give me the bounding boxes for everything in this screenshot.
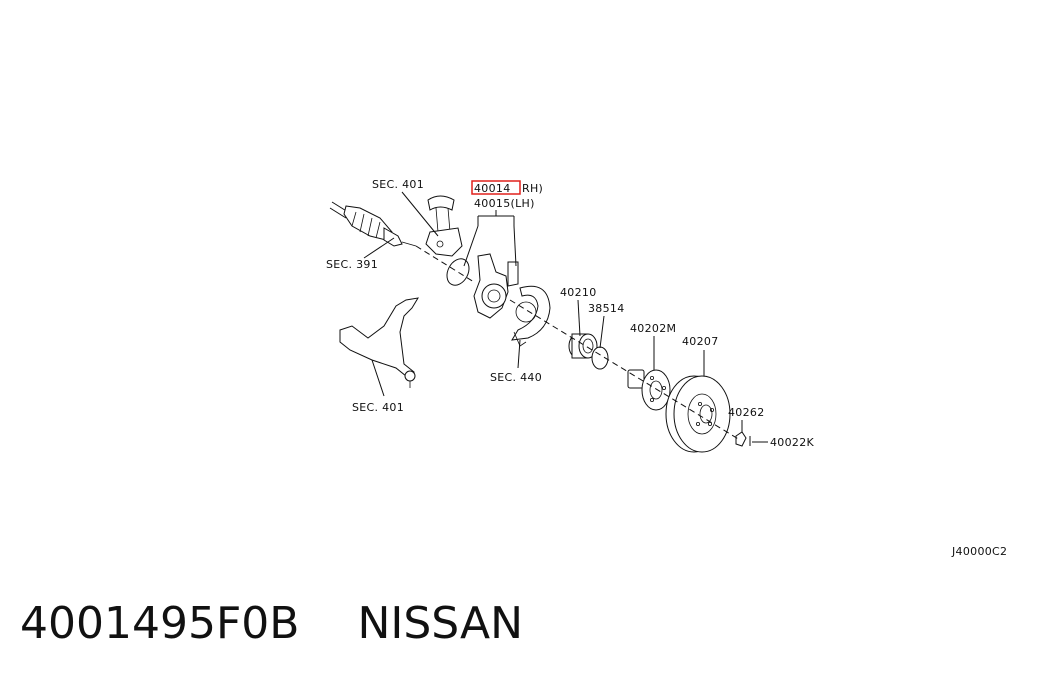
brand-name: NISSAN (357, 598, 524, 649)
label-sec-401-top: SEC. 401 (372, 178, 424, 191)
seal-ring (446, 258, 470, 286)
label-part-38514[interactable]: 38514 (588, 302, 625, 315)
label-sec-401-bottom: SEC. 401 (352, 401, 404, 414)
label-part-40014[interactable]: 40014 (474, 182, 511, 195)
part-number: 4001495F0B (20, 598, 300, 649)
label-part-40262[interactable]: 40262 (728, 406, 765, 419)
highlight-box (471, 180, 521, 195)
label-sec-391: SEC. 391 (326, 258, 378, 271)
figure-code: J40000C2 (951, 545, 1007, 558)
wheel-hub (627, 369, 671, 411)
label-part-40210[interactable]: 40210 (560, 286, 597, 299)
leader-lines (363, 191, 768, 443)
steering-knuckle (473, 253, 519, 319)
part-footer: 4001495F0B NISSAN (20, 598, 523, 658)
brake-rotor (665, 375, 731, 453)
label-sec-440: SEC. 440 (490, 371, 542, 384)
drive-shaft (329, 201, 417, 247)
dust-shield (511, 285, 551, 347)
label-part-40022k[interactable]: 40022K (770, 436, 814, 449)
label-rh: RH) (522, 182, 543, 195)
label-part-40015[interactable]: 40015(LH) (474, 197, 535, 210)
lower-control-arm (339, 297, 419, 388)
label-part-40202m[interactable]: 40202M (630, 322, 676, 335)
assembly-lines (415, 245, 741, 441)
strut-assembly (425, 195, 463, 257)
wheel-bearing (568, 333, 598, 359)
hub-nut (735, 431, 751, 447)
label-part-40207[interactable]: 40207 (682, 335, 719, 348)
